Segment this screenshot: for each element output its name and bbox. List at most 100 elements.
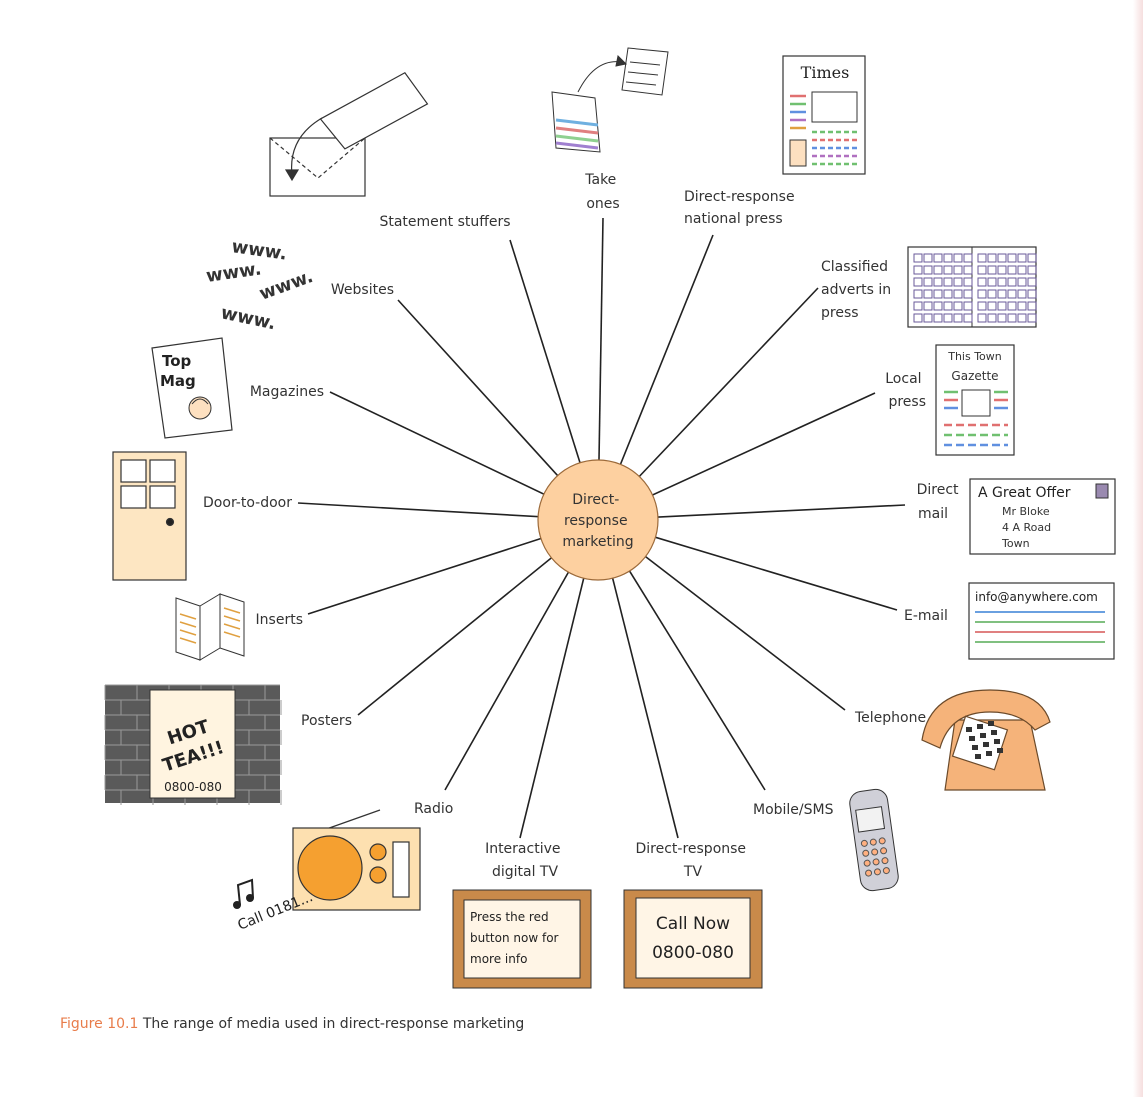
classified-cell: [1007, 289, 1017, 299]
label-door: Door-to-door: [203, 495, 292, 511]
classified-cell: [953, 253, 963, 263]
classified-cell: [977, 277, 987, 287]
classified-cell: [923, 301, 933, 311]
figure-caption: Figure 10.1 The range of media used in d…: [60, 1016, 524, 1032]
classified-cell: [977, 313, 987, 323]
classified-cell: [963, 289, 973, 299]
label-email: E-mail: [904, 608, 948, 624]
itv-screen-line-2: button now for: [470, 931, 559, 945]
classified-cell: [997, 289, 1007, 299]
classified-cell: [933, 289, 943, 299]
classified-cell: [1007, 313, 1017, 323]
leaflet-stack-icon: [551, 47, 669, 153]
classified-cell: [943, 265, 953, 275]
tv-icon: Call Now 0800-080: [623, 889, 763, 989]
classified-cell: [977, 301, 987, 311]
classified-cell: [997, 253, 1007, 263]
label-classified: Classified adverts in press: [821, 259, 896, 321]
poster-number: 0800-080: [164, 780, 222, 794]
classified-cell: [977, 265, 987, 275]
classified-cell: [997, 313, 1007, 323]
www-4: www.: [219, 302, 278, 334]
magazine-line-1: Top: [162, 352, 192, 370]
classified-cell: [1027, 265, 1037, 275]
classified-cell: [953, 301, 963, 311]
classified-cell: [913, 253, 923, 263]
hub-label: Direct- response marketing: [562, 492, 633, 550]
label-mobile: Mobile/SMS: [753, 802, 834, 818]
label-classified-line-3: press: [821, 305, 859, 321]
mobile-key: [863, 859, 871, 867]
poster-wall-icon: HOT TEA!!! 0800-080: [104, 684, 282, 805]
classified-cell: [923, 289, 933, 299]
label-national-press-line-1: Direct-response: [684, 189, 795, 205]
classified-cell: [963, 253, 973, 263]
drtv-screen-line-1: Call Now: [656, 914, 730, 934]
mobile-key: [872, 858, 880, 866]
classified-cell: [1007, 265, 1017, 275]
figure-caption-text: The range of media used in direct-respon…: [142, 1016, 525, 1032]
phone-key: [994, 739, 1000, 744]
label-direct-mail-line-2: mail: [918, 506, 948, 522]
label-take-ones-line-1: Take: [584, 172, 616, 188]
classified-cell: [997, 301, 1007, 311]
classified-cell: [953, 289, 963, 299]
label-statement-stuffers: Statement stuffers: [379, 214, 510, 230]
classified-cell: [987, 289, 997, 299]
classified-cell: [987, 265, 997, 275]
label-dr-tv-line-2: TV: [683, 864, 703, 880]
itv-screen-line-1: Press the red: [470, 910, 549, 924]
mobile-key: [878, 837, 886, 845]
classified-cell: [923, 277, 933, 287]
classified-cell: [933, 301, 943, 311]
email-window-icon: info@anywhere.com: [968, 582, 1115, 660]
classified-cell: [943, 289, 953, 299]
label-statement-stuffers-line: Statement stuffers: [379, 214, 510, 230]
label-radio-line: Radio: [414, 801, 453, 817]
classified-cell: [977, 253, 987, 263]
classified-cell: [1017, 265, 1027, 275]
classified-cell: [1017, 313, 1027, 323]
folded-leaflet-icon: [175, 593, 245, 661]
label-inserts-line: Inserts: [256, 612, 303, 628]
label-take-ones: Take ones: [584, 172, 621, 212]
classified-cell: [953, 313, 963, 323]
label-classified-line-2: adverts in: [821, 282, 891, 298]
label-websites-line: Websites: [331, 282, 394, 298]
hub-line-1: Direct-: [572, 492, 619, 508]
mobile-key: [873, 868, 881, 876]
hub-line-3: marketing: [562, 534, 633, 550]
phone-key: [991, 730, 997, 735]
classified-cell: [913, 277, 923, 287]
phone-key: [972, 745, 978, 750]
label-door-line: Door-to-door: [203, 495, 292, 511]
classified-cell: [943, 253, 953, 263]
offer-address-3: Town: [1001, 537, 1030, 550]
classified-cell: [933, 313, 943, 323]
classified-grid-icon: [907, 246, 1037, 328]
classified-cell: [1017, 253, 1027, 263]
classified-cell: [933, 253, 943, 263]
newspaper-title: Times: [801, 63, 850, 82]
gazette-line-2: Gazette: [951, 369, 998, 383]
newspaper-icon: Times: [782, 55, 866, 175]
label-classified-line-1: Classified: [821, 259, 888, 275]
classified-cell: [997, 277, 1007, 287]
classified-cell: [987, 277, 997, 287]
label-telephone-line: Telephone: [854, 710, 926, 726]
label-local-press: Local press: [885, 371, 926, 410]
label-itv-line-2: digital TV: [492, 864, 559, 880]
mobile-key: [860, 839, 868, 847]
mobile-key: [862, 849, 870, 857]
classified-cell: [953, 265, 963, 275]
phone-key: [977, 724, 983, 729]
classified-cell: [933, 265, 943, 275]
classified-cell: [987, 253, 997, 263]
telephone-icon: [921, 689, 1051, 791]
classified-cell: [1017, 289, 1027, 299]
phone-key: [980, 733, 986, 738]
offer-title: A Great Offer: [978, 485, 1071, 501]
envelope-icon: [269, 71, 429, 197]
label-radio: Radio: [414, 801, 453, 817]
